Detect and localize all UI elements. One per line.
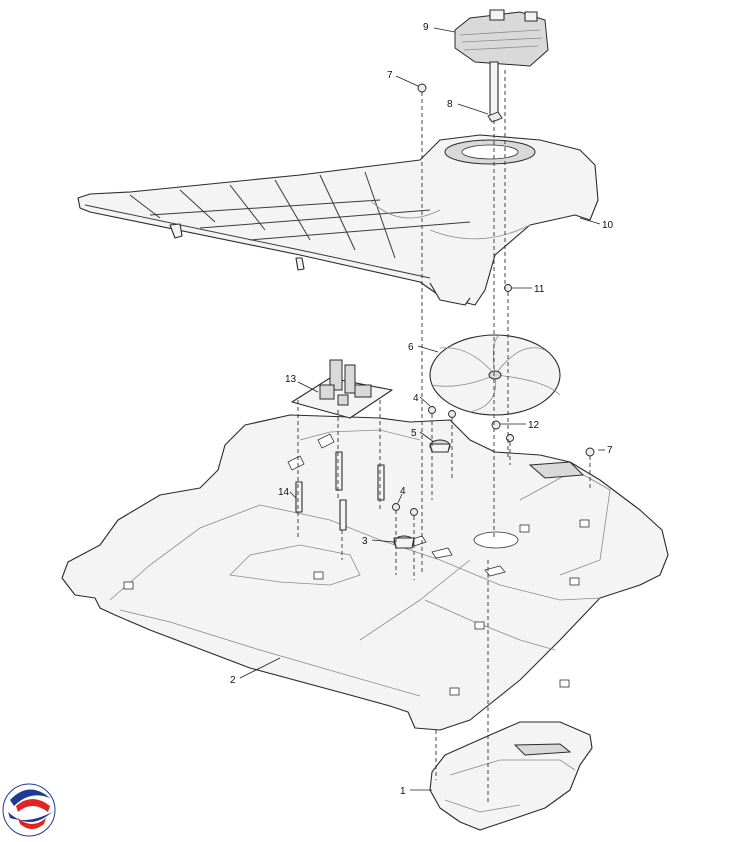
thermostats bbox=[393, 439, 451, 549]
control-board bbox=[291, 359, 393, 419]
callout-11: 11 bbox=[534, 284, 545, 295]
board-standoffs bbox=[295, 451, 385, 531]
brand-logo bbox=[2, 783, 56, 837]
callout-6: 6 bbox=[408, 342, 414, 353]
callout-7a: 7 bbox=[387, 70, 393, 81]
callout-2: 2 bbox=[230, 675, 236, 686]
callout-4b: 4 bbox=[400, 486, 406, 497]
callout-3: 3 bbox=[362, 536, 368, 547]
fan-blade bbox=[429, 334, 561, 416]
bottom-cover bbox=[429, 721, 593, 831]
fan-duct bbox=[77, 134, 599, 306]
callout-7b: 7 bbox=[607, 445, 613, 456]
callout-10: 10 bbox=[602, 220, 614, 231]
leader-lines bbox=[239, 27, 605, 791]
callout-12: 12 bbox=[528, 420, 540, 431]
callout-8: 8 bbox=[447, 99, 453, 110]
callout-13: 13 bbox=[285, 374, 297, 385]
callout-14: 14 bbox=[278, 487, 290, 498]
fan-motor bbox=[454, 9, 549, 121]
assembly-lines bbox=[297, 70, 591, 805]
callout-labels: 1 2 3 4 4 5 6 7 7 8 9 10 11 12 13 14 bbox=[230, 22, 614, 797]
base-panel bbox=[61, 414, 669, 731]
callout-1: 1 bbox=[400, 786, 406, 797]
callout-5: 5 bbox=[411, 428, 417, 439]
callout-9: 9 bbox=[423, 22, 429, 33]
callout-4a: 4 bbox=[413, 393, 419, 404]
